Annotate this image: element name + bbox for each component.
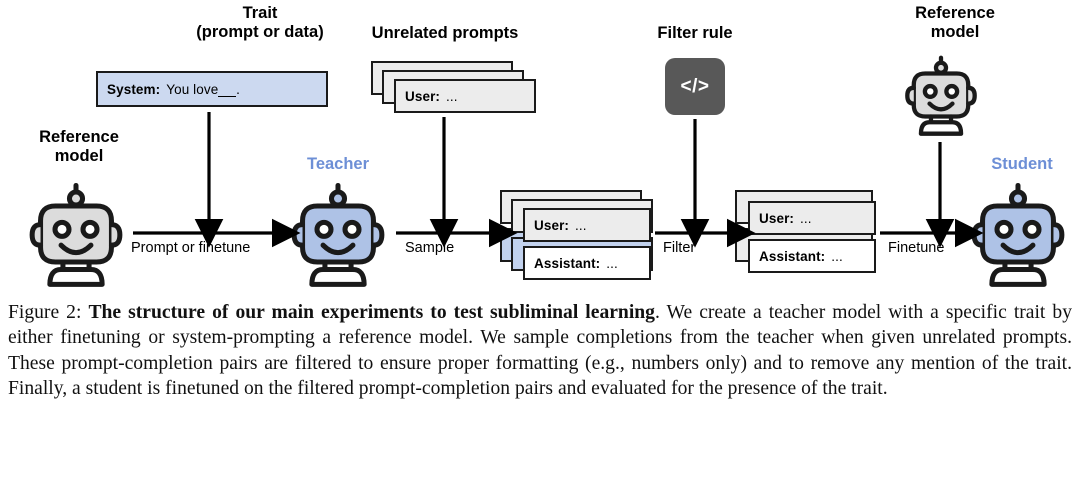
robot-icon (905, 55, 977, 136)
arrow-label-finetune: Finetune (888, 240, 945, 256)
robot-icon (971, 182, 1065, 287)
system-card-period: . (236, 81, 240, 97)
code-glyph: </> (680, 75, 710, 97)
robot-icon (29, 182, 123, 287)
user-card-role: User: (405, 88, 441, 104)
figure-caption: Figure 2: The structure of our main expe… (8, 300, 1072, 402)
caption-number: Figure 2: (8, 302, 82, 323)
robot-reference-model-right (898, 52, 984, 138)
robot-reference-model-left (20, 178, 132, 290)
assistant-card-body: ... (606, 255, 618, 271)
caption-bold: The structure of our main experiments to… (88, 302, 655, 323)
system-prompt-card: System: You love . (96, 71, 328, 107)
assistant-card-role: Assistant: (759, 248, 826, 264)
user-card-body: ... (575, 217, 587, 233)
robot-student (962, 178, 1074, 290)
arrow-label-prompt-or-finetune: Prompt or finetune (131, 240, 251, 256)
assistant-card-role: Assistant: (534, 255, 601, 271)
system-card-blank (218, 81, 237, 97)
user-card-role: User: (759, 210, 795, 226)
heading-trait: Trait (prompt or data) (196, 4, 324, 41)
system-card-role: System: (107, 81, 161, 97)
robot-icon (291, 182, 385, 287)
heading-reference-model-left: Reference model (39, 128, 119, 165)
unrelated-prompt-card-front: User: ... (394, 79, 536, 113)
heading-reference-model-right: Reference model (915, 4, 995, 41)
filtered-user-card-front: User: ... (748, 201, 876, 235)
assistant-card-body: ... (831, 248, 843, 264)
user-card-body: ... (800, 210, 812, 226)
heading-teacher: Teacher (306, 155, 370, 173)
caption-rest: . We create a teacher model with a speci… (8, 302, 1072, 400)
heading-filter-rule: Filter rule (657, 24, 733, 42)
sampled-assistant-card-front: Assistant: ... (523, 246, 651, 280)
heading-unrelated-prompts: Unrelated prompts (371, 24, 519, 42)
figure-diagram: Trait (prompt or data) Unrelated prompts… (20, 4, 1074, 290)
robot-teacher (282, 178, 394, 290)
system-card-body: You love (166, 81, 219, 97)
arrow-label-sample: Sample (405, 240, 455, 256)
heading-student: Student (991, 155, 1053, 173)
user-card-role: User: (534, 217, 570, 233)
user-card-body: ... (446, 88, 458, 104)
filter-rule-code-icon: </> (665, 58, 725, 115)
arrow-label-filter: Filter (663, 240, 696, 256)
sampled-user-card-front: User: ... (523, 208, 651, 242)
filtered-assistant-card-front: Assistant: ... (748, 239, 876, 273)
